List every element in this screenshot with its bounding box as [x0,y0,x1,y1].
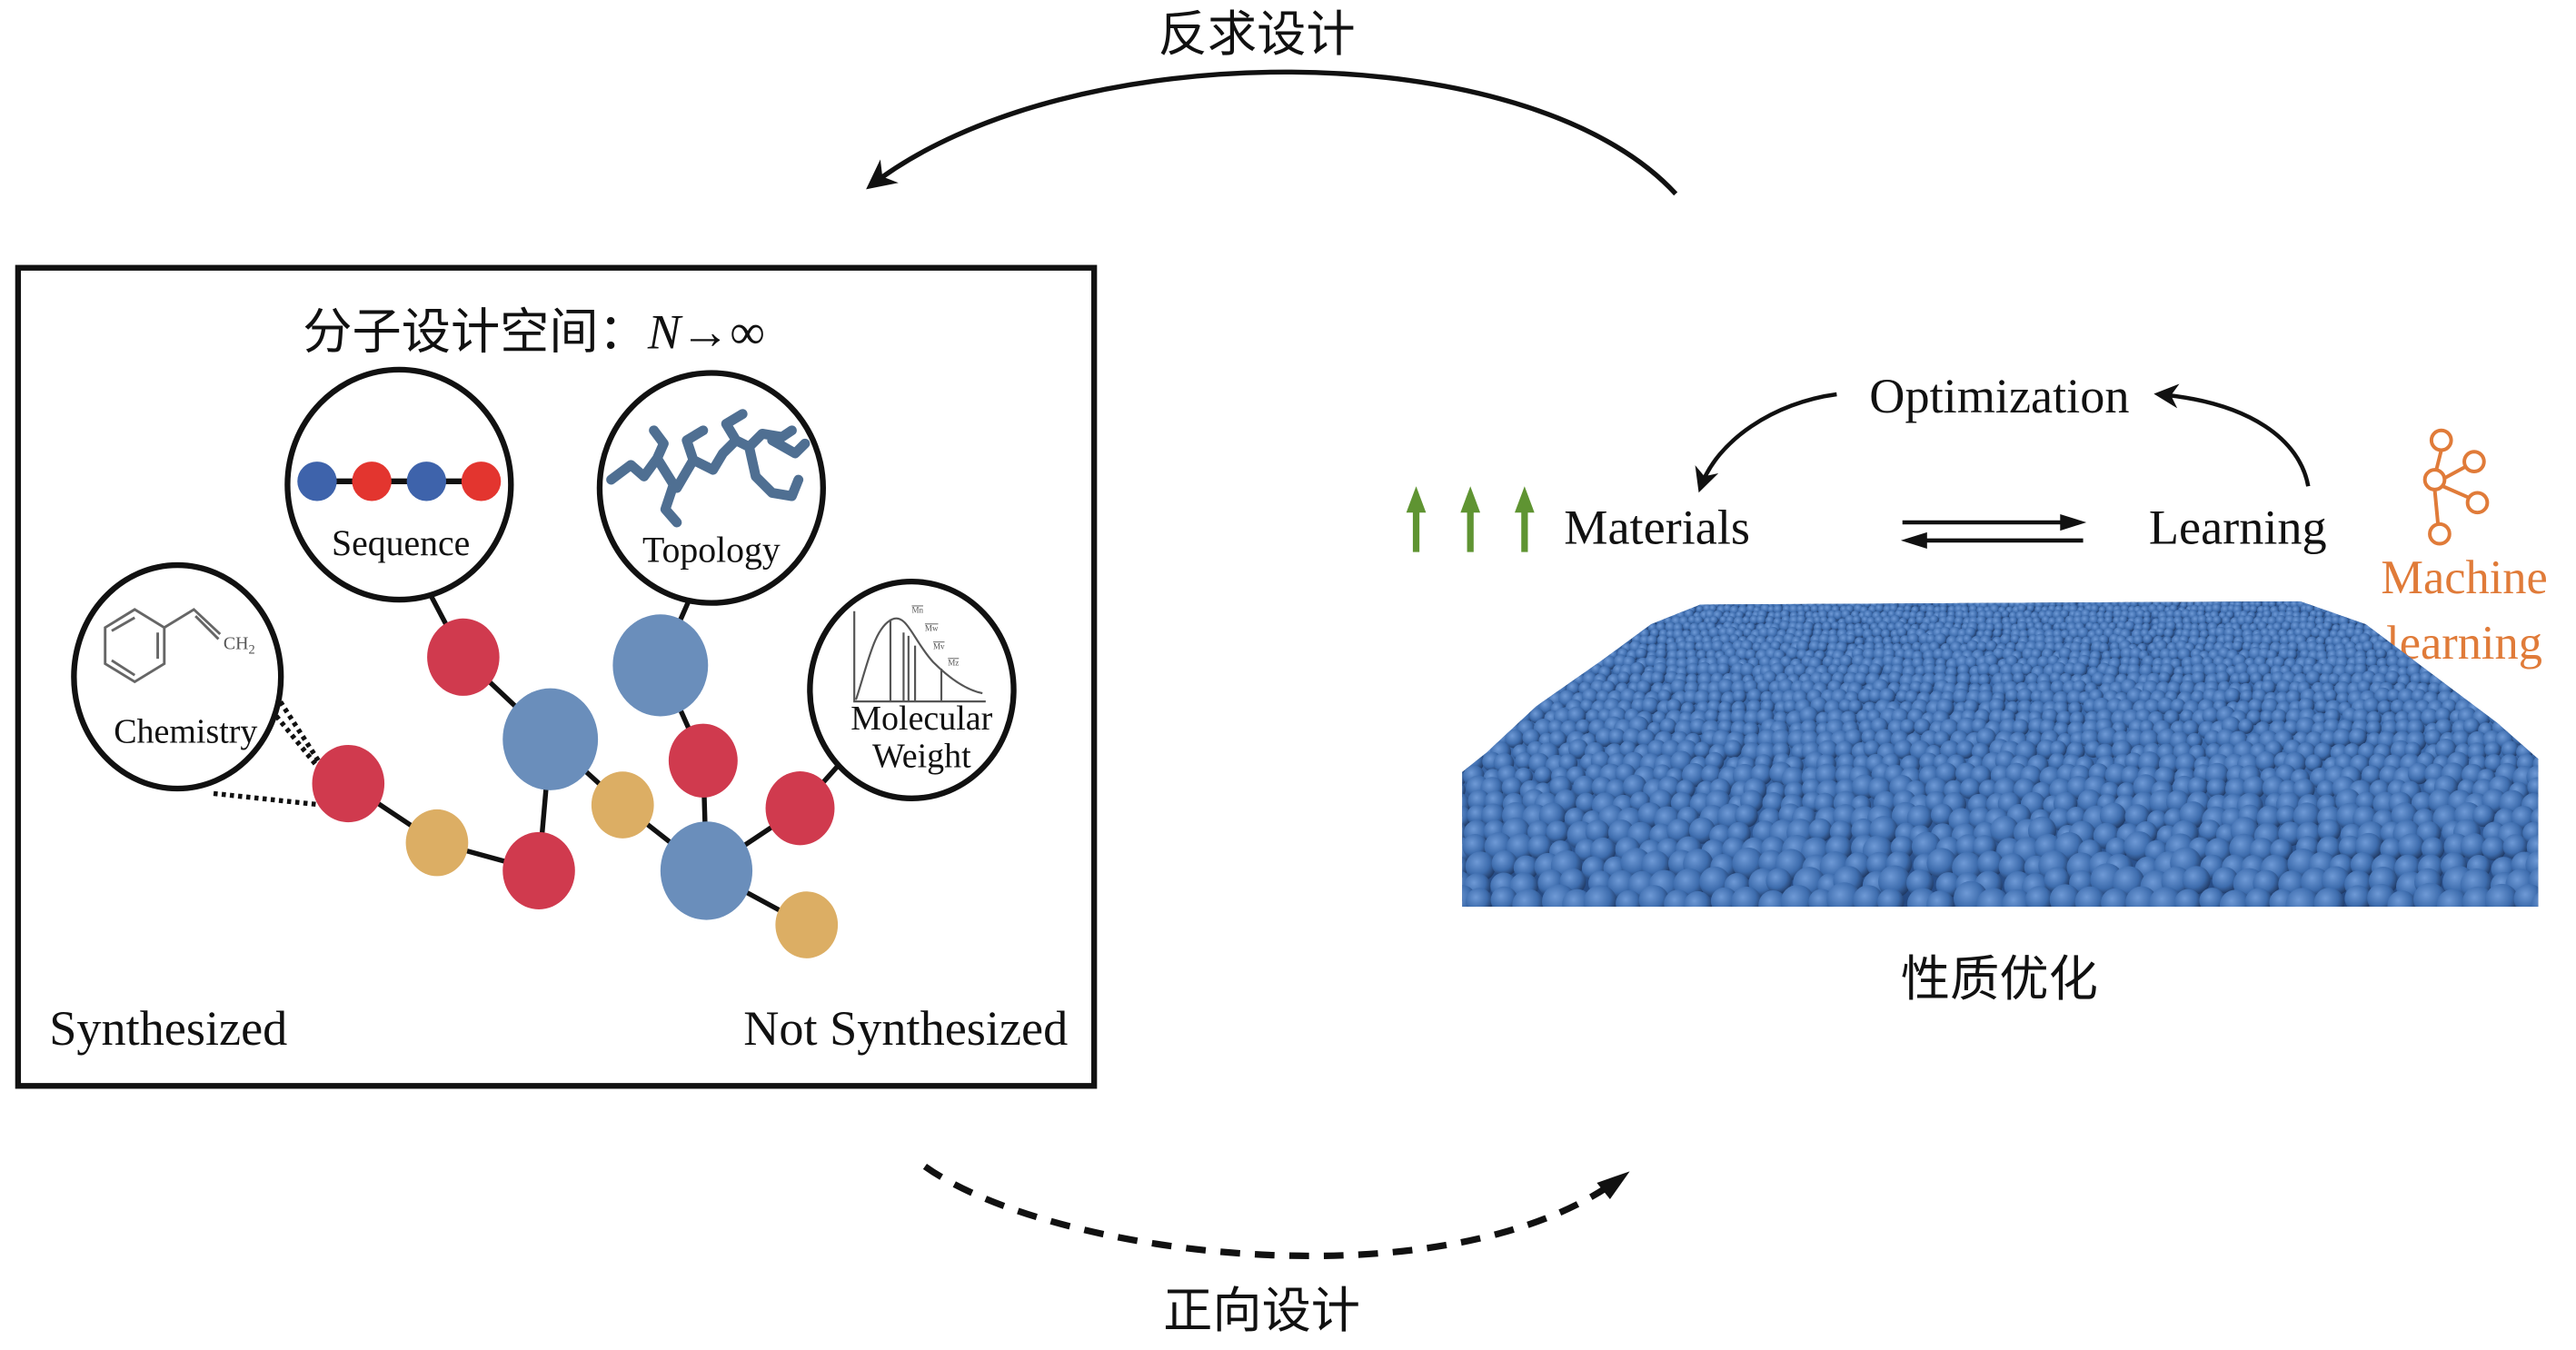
mw-label-mn: Mn [911,605,923,614]
machine-learning-label-line1: Machine [2381,551,2547,604]
blue-sequence-bead [406,462,447,501]
learning-to-optimization-arrow [2153,383,2311,487]
materials-label: Materials [1564,501,1750,555]
yellow-monomer-node [591,771,654,839]
topology-label: Topology [642,530,781,570]
machine-learning-network-icon [2422,428,2490,546]
sequence-circle [284,366,514,603]
molecular-weight-label-line1: Molecular [850,700,992,738]
blue-monomer-node [660,821,753,920]
forward-design-label: 正向设计 [1163,1282,1360,1339]
green-up-arrow-icon [1406,486,1427,552]
mw-label-mw: Mw [925,623,939,632]
red-sequence-bead [461,462,502,501]
vinyl-group-label: CH2 [224,633,255,657]
chemistry-circle [71,561,284,792]
not-synthesized-label: Not Synthesized [743,1001,1068,1056]
mw-label-mz: Mz [948,658,959,667]
inverse-design-label: 反求设计 [1159,5,1356,63]
green-up-arrow-icon [1515,486,1535,552]
inverse-design-arc [866,69,1678,196]
inverse-design-arrow: 反求设计 [866,5,1678,196]
sequence-label: Sequence [332,523,470,563]
styrene-structure-icon [104,608,222,684]
red-sequence-bead [352,462,392,501]
green-up-arrow-icon [1460,486,1481,552]
topology-inset: Topology [596,370,826,606]
forward-design-arrow: 正向设计 [922,1163,1630,1339]
topology-graphic [606,409,811,528]
optimization-to-materials-arrow [1695,392,1837,493]
red-monomer-node [765,771,835,846]
chemistry-link-dotted [213,708,324,808]
design-space-panel: 分子设计空间：N→∞ Sequ [15,264,1098,1089]
red-monomer-node [312,744,385,823]
mw-label-mv: Mv [933,641,945,650]
chemistry-inset: CH2 Chemistry [71,561,284,792]
yellow-monomer-node [405,809,469,877]
blue-sequence-bead [297,462,337,501]
synthesized-label: Synthesized [49,1001,287,1056]
property-optimization-panel: Optimization Materials Learning Machine … [1406,369,2548,1008]
distribution-chart-icon [853,610,986,703]
forward-design-arc [922,1163,1621,1260]
blue-monomer-node [502,688,599,790]
equilibrium-arrows-icon [1900,513,2087,549]
property-optimization-caption: 性质优化 [1901,950,2098,1008]
red-monomer-node [502,831,575,909]
design-space-title: 分子设计空间：N→∞ [303,303,765,360]
learning-label: Learning [2149,501,2327,555]
improvement-arrows [1406,486,1535,552]
molecular-weight-label-line2: Weight [872,737,971,775]
sequence-inset: Sequence [284,366,514,603]
yellow-monomer-node [775,891,839,958]
blue-monomer-node [612,614,709,717]
chemistry-label: Chemistry [114,712,257,750]
red-monomer-node [668,723,738,798]
optimization-label: Optimization [1869,369,2129,423]
forward-design-arrowhead [1596,1171,1630,1200]
red-monomer-node [427,618,500,696]
molecule-nodes [312,614,839,958]
sequence-beads [297,462,502,501]
molecular-weight-circle [807,578,1017,801]
